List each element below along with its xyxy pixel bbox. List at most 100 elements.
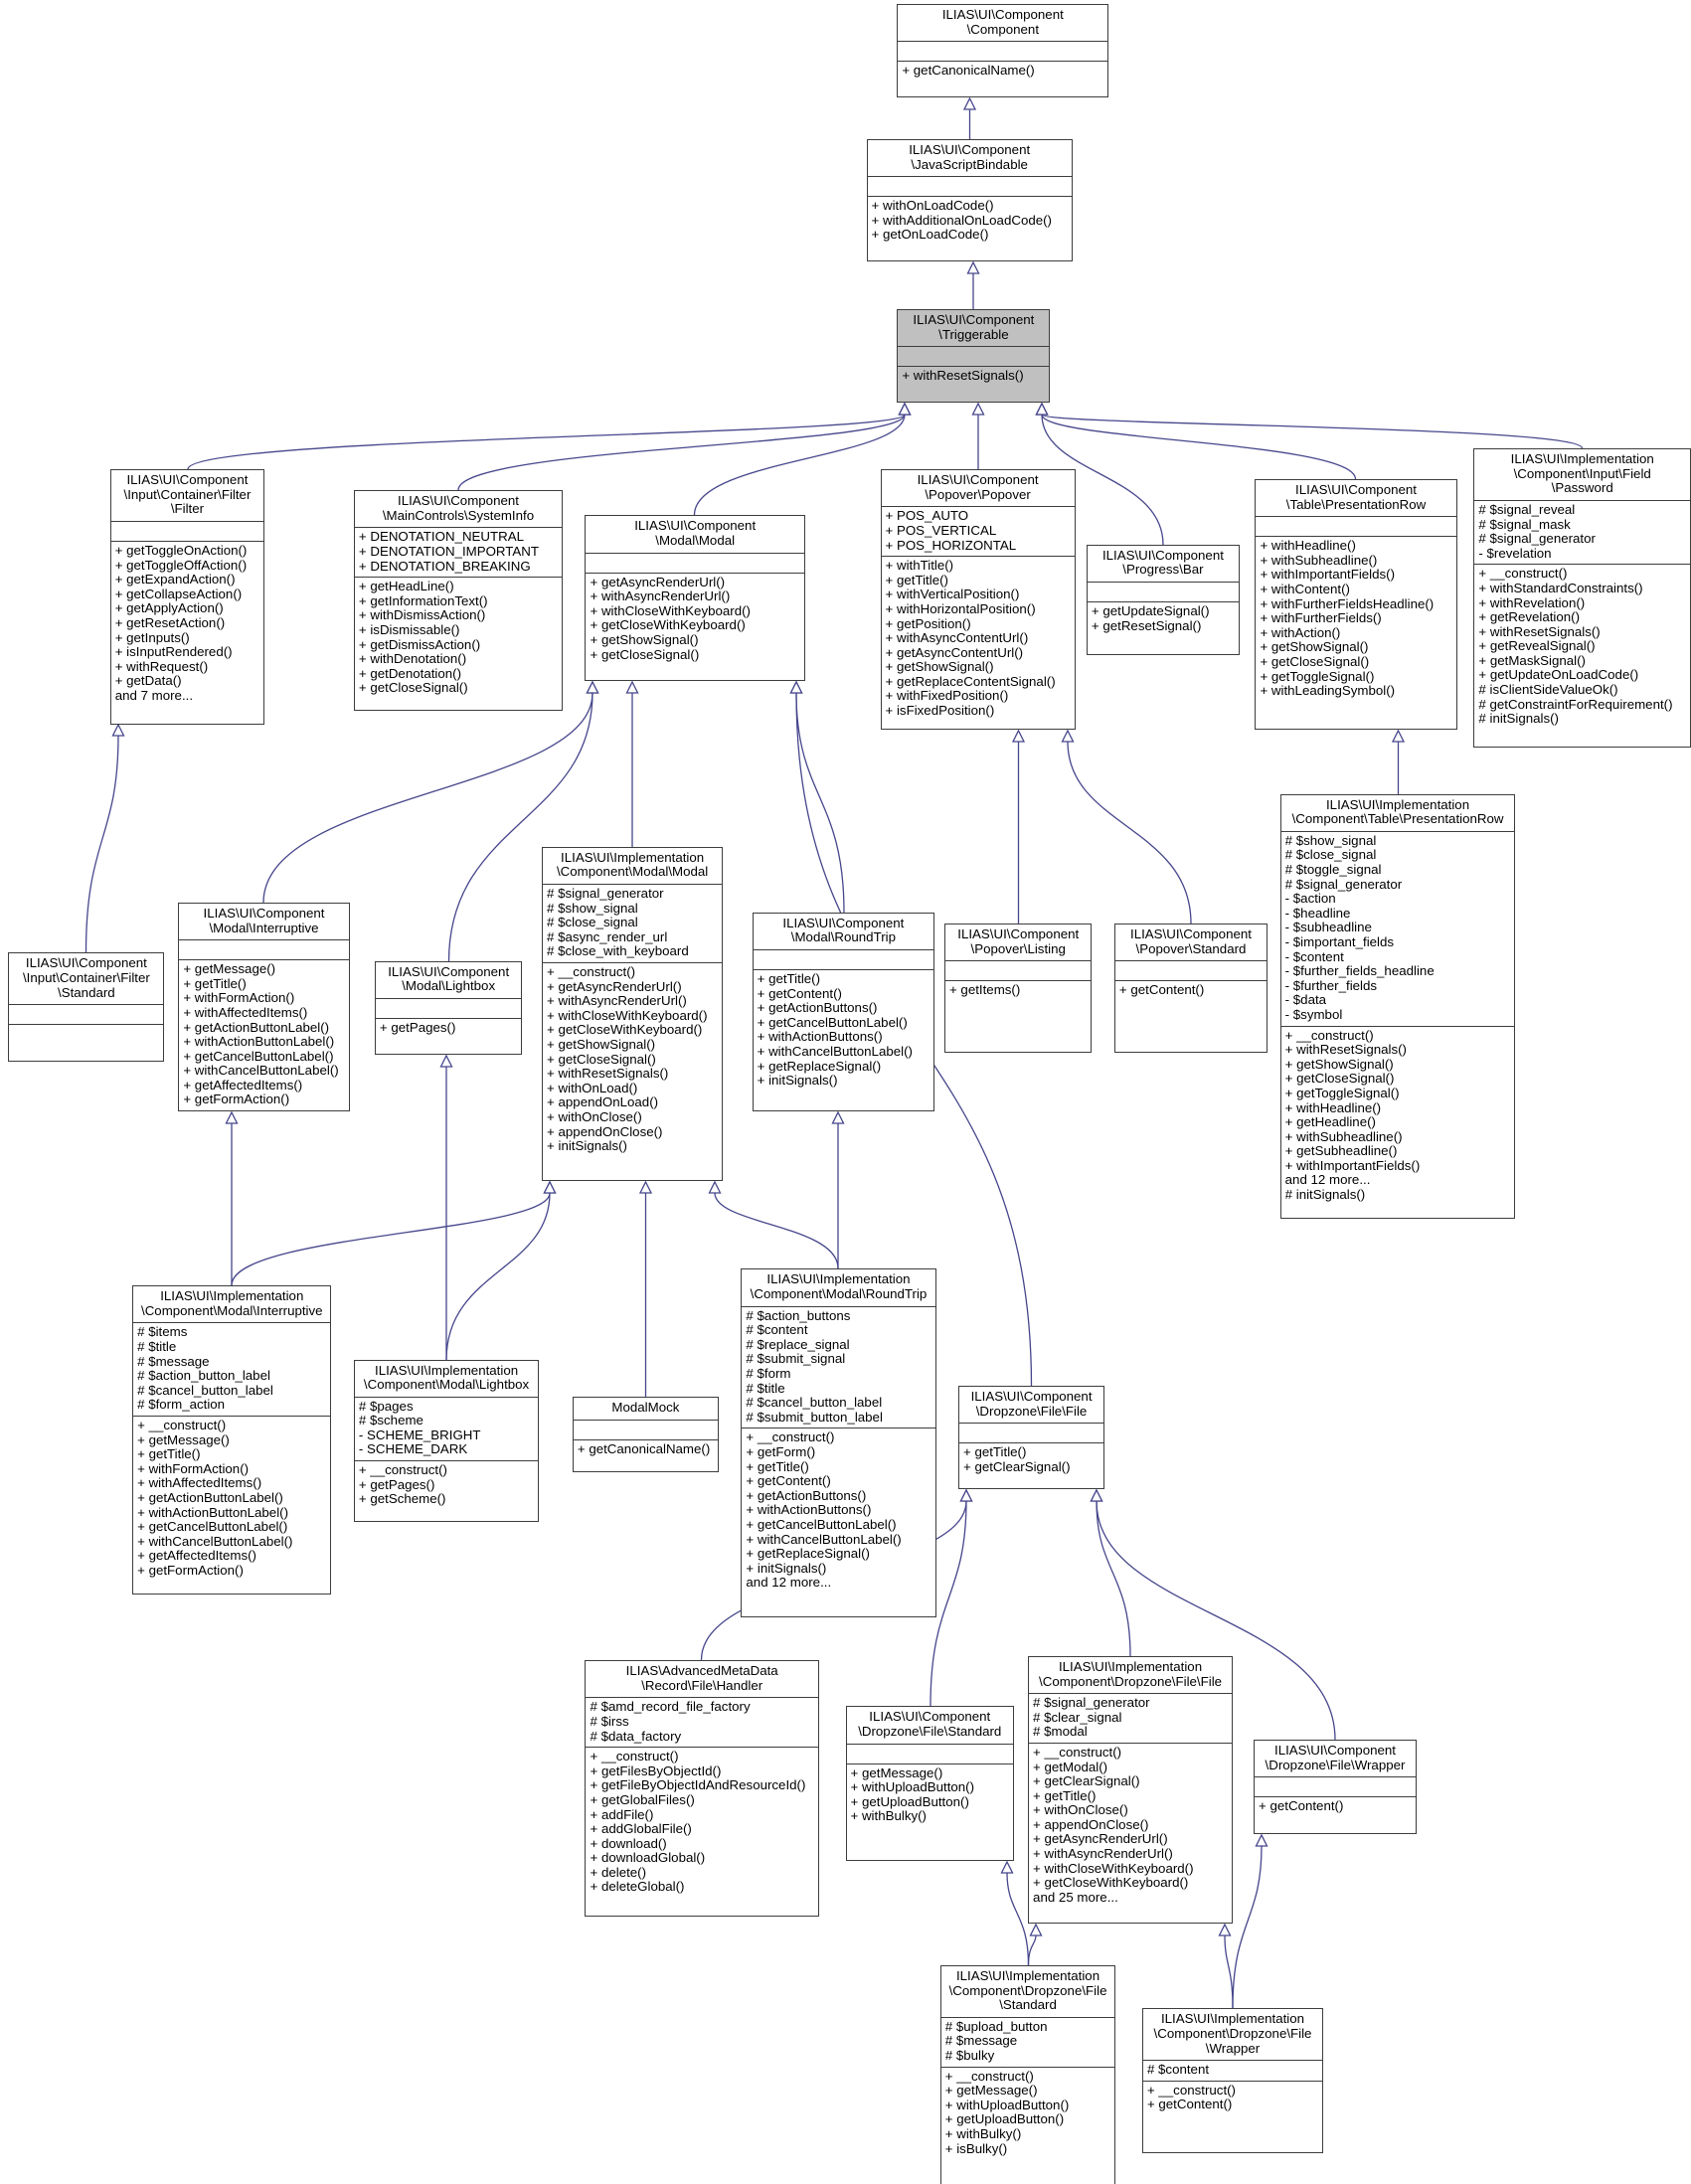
class-operations: + getToggleOnAction()+ getToggleOffActio… xyxy=(110,540,264,707)
class-attribute: # $signal_generator xyxy=(1033,1696,1150,1711)
class-operation: + addFile() xyxy=(590,1807,654,1822)
class-operation: + getInformationText() xyxy=(358,593,488,608)
class-operation: + getToggleOnAction() xyxy=(114,543,248,558)
class-node[interactable]: ModalMock+ getCanonicalName() xyxy=(572,1397,719,1472)
class-operation: + getAsyncContentUrl() xyxy=(885,645,1024,660)
class-node[interactable]: ILIAS\UI\Component \Dropzone\File\File+ … xyxy=(957,1386,1105,1489)
class-operation: + getMessage() xyxy=(944,2084,1038,2099)
class-node[interactable]: ILIAS\UI\Component \Input\Container\Filt… xyxy=(109,469,265,725)
class-attributes: # $amd_record_file_factory# $irss# $data… xyxy=(586,1697,818,1747)
class-attribute: # $amd_record_file_factory xyxy=(590,1700,751,1715)
class-node[interactable]: ILIAS\UI\Implementation \Component\Input… xyxy=(1473,448,1691,749)
class-operation: + appendOnLoad() xyxy=(547,1095,659,1110)
class-operation: + getUploadButton() xyxy=(850,1794,969,1809)
class-operation: + getResetAction() xyxy=(114,615,226,630)
class-operation: + getCloseSignal() xyxy=(547,1052,656,1067)
class-node[interactable]: ILIAS\UI\Component \Table\PresentationRo… xyxy=(1255,478,1457,731)
class-operation: + withAsyncRenderUrl() xyxy=(590,589,731,604)
class-node[interactable]: ILIAS\UI\Component \Modal\RoundTrip+ get… xyxy=(752,912,935,1112)
class-operation: + getHeadline() xyxy=(1284,1115,1376,1130)
class-operation: + withHeadline() xyxy=(1284,1100,1382,1115)
class-attribute: - SCHEME_DARK xyxy=(358,1442,468,1457)
class-attribute: # $form_action xyxy=(137,1398,226,1413)
class-attributes: # $upload_button# $message# $bulky xyxy=(940,2016,1115,2067)
class-attributes xyxy=(1114,960,1268,980)
class-operation: + getCloseSignal() xyxy=(1260,654,1370,669)
class-operation: + withActionButtonLabel() xyxy=(183,1035,335,1050)
class-node[interactable]: ILIAS\UI\Implementation \Component\Table… xyxy=(1279,793,1516,1219)
class-operation: + getContent() xyxy=(746,1474,831,1489)
class-operation: + __construct() xyxy=(590,1750,679,1764)
class-name: ILIAS\UI\Component \Popover\Listing xyxy=(957,925,1080,956)
class-node[interactable]: ILIAS\UI\Implementation \Component\Modal… xyxy=(741,1268,936,1617)
class-operation: + getToggleSignal() xyxy=(1260,669,1375,684)
class-node[interactable]: ILIAS\UI\Component \Dropzone\File\Wrappe… xyxy=(1254,1740,1417,1835)
class-operation: + withFormAction() xyxy=(137,1461,250,1476)
class-operation: + getPosition() xyxy=(885,616,971,631)
class-node[interactable]: ILIAS\UI\Component \Popover\Listing+ get… xyxy=(943,923,1093,1054)
class-name: ILIAS\UI\Component \Dropzone\File\Wrappe… xyxy=(1265,1743,1406,1772)
class-attribute: - SCHEME_BRIGHT xyxy=(358,1428,481,1442)
class-node[interactable]: ILIAS\UI\Implementation \Component\Modal… xyxy=(542,846,724,1182)
class-operation: + isBulky() xyxy=(944,2141,1008,2156)
class-node[interactable]: ILIAS\UI\Component \JavaScriptBindable+ … xyxy=(866,139,1073,262)
class-attributes: # $pages# $scheme- SCHEME_BRIGHT- SCHEME… xyxy=(354,1396,539,1460)
class-node[interactable]: ILIAS\UI\Component \Dropzone\File\Standa… xyxy=(845,1706,1015,1861)
class-attribute: # $show_signal xyxy=(1284,833,1377,848)
class-node[interactable]: ILIAS\UI\Component \Popover\Standard+ ge… xyxy=(1113,923,1268,1054)
class-attributes: # $content xyxy=(1142,2060,1323,2081)
class-operation: + downloadGlobal() xyxy=(590,1851,706,1866)
class-operation: + __construct() xyxy=(547,965,636,980)
class-operation: + appendOnClose() xyxy=(547,1124,663,1139)
class-attributes: # $items# $title# $message# $action_butt… xyxy=(133,1322,331,1416)
class-node[interactable]: ILIAS\UI\Implementation \Component\Modal… xyxy=(132,1285,332,1596)
class-attribute: # $content xyxy=(746,1323,808,1338)
class-node[interactable]: ILIAS\UI\Component \Modal\Lightbox+ getP… xyxy=(374,960,523,1055)
class-operation: + withAffectedItems() xyxy=(137,1476,262,1491)
class-node[interactable]: ILIAS\UI\Component \Modal\Interruptive+ … xyxy=(178,902,350,1112)
class-node[interactable]: ILIAS\UI\Implementation \Component\Dropz… xyxy=(1028,1655,1234,1924)
class-name: ILIAS\UI\Implementation \Component\Modal… xyxy=(363,1362,530,1393)
class-operation: + getSubheadline() xyxy=(1284,1144,1398,1159)
class-operation: + withAsyncRenderUrl() xyxy=(1033,1847,1173,1862)
class-node[interactable]: ILIAS\UI\Component \Popover\Popover+ POS… xyxy=(880,469,1076,731)
class-attributes xyxy=(573,1419,718,1439)
class-operation: + withResetSignals() xyxy=(902,369,1024,384)
class-operation: + getCloseSignal() xyxy=(358,681,468,696)
class-attribute: - $data xyxy=(1284,993,1327,1008)
class-name: ILIAS\AdvancedMetaData \Record\File\Hand… xyxy=(625,1663,778,1693)
class-operation: + getShowSignal() xyxy=(1284,1057,1394,1072)
class-name: ILIAS\UI\Component \Triggerable xyxy=(913,312,1035,342)
class-node[interactable]: ILIAS\UI\Implementation \Component\Dropz… xyxy=(1141,2008,1324,2154)
class-name: ILIAS\UI\Implementation \Component\Modal… xyxy=(141,1288,323,1318)
class-attributes xyxy=(375,997,522,1018)
class-operation: + getAsyncRenderUrl() xyxy=(590,575,726,589)
class-node[interactable]: ILIAS\UI\Implementation \Component\Dropz… xyxy=(939,1965,1116,2184)
class-operations: + withHeadline()+ withSubheadline()+ wit… xyxy=(1256,536,1456,702)
class-operation: + getCancelButtonLabel() xyxy=(137,1520,288,1535)
class-node[interactable]: ILIAS\UI\Component \MainControls\SystemI… xyxy=(353,490,564,711)
class-operation: # initSignals() xyxy=(1284,1188,1366,1203)
class-attribute: - $further_fields xyxy=(1284,978,1378,993)
class-operation: + getModal() xyxy=(1033,1760,1108,1774)
class-name: ILIAS\UI\Implementation \Component\Modal… xyxy=(556,849,709,880)
class-operation: + appendOnClose() xyxy=(1033,1817,1149,1832)
class-node[interactable]: ILIAS\UI\Component \Component+ getCanoni… xyxy=(897,4,1109,98)
class-name: ILIAS\UI\Implementation \Component\Modal… xyxy=(750,1271,928,1302)
class-attribute: # $modal xyxy=(1033,1725,1088,1740)
class-operation: + getCollapseAction() xyxy=(114,587,243,601)
class-operation: + withAsyncContentUrl() xyxy=(885,631,1029,646)
class-node[interactable]: ILIAS\UI\Component \Modal\Modal+ getAsyn… xyxy=(585,515,805,682)
class-operation: # isClientSideValueOk() xyxy=(1478,683,1618,698)
class-node[interactable]: ILIAS\UI\Component \Input\Container\Filt… xyxy=(8,952,165,1062)
class-operation: + getApplyAction() xyxy=(114,601,224,616)
class-operation: + getTitle() xyxy=(746,1459,809,1474)
class-operations: + __construct()+ getMessage()+ getTitle(… xyxy=(133,1416,331,1582)
class-node[interactable]: ILIAS\UI\Implementation \Component\Modal… xyxy=(353,1359,540,1523)
class-attribute: + POS_VERTICAL xyxy=(885,523,997,538)
class-node[interactable]: ILIAS\UI\Component \Triggerable + withRes… xyxy=(897,309,1051,403)
class-operations: + __construct()+ withStandardConstraints… xyxy=(1474,564,1690,730)
class-node[interactable]: ILIAS\AdvancedMetaData \Record\File\Hand… xyxy=(585,1660,819,1917)
class-node[interactable]: ILIAS\UI\Component \Progress\Bar+ getUpd… xyxy=(1086,544,1241,655)
class-name: ILIAS\UI\Component \Modal\Lightbox xyxy=(388,963,510,994)
